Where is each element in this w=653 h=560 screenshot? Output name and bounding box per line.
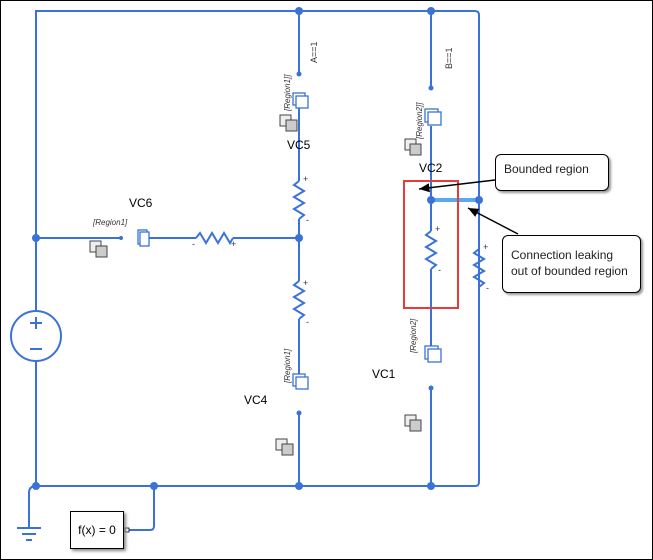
polarity-signs: - + + - + - + - + - xyxy=(192,174,489,327)
wire-solver[interactable] xyxy=(128,486,155,531)
svg-text:-: - xyxy=(192,239,195,249)
label-vc4: VC4 xyxy=(244,393,268,407)
callout-leaking-connection: Connection leaking out of bounded region xyxy=(502,235,641,293)
tag-region2-top: [Region2]] xyxy=(415,102,424,140)
tag-region1: [Region1] xyxy=(92,218,128,227)
bounded-region-box[interactable] xyxy=(403,180,459,309)
svg-text:-: - xyxy=(438,265,441,275)
variant-icons[interactable] xyxy=(89,114,422,456)
resistor-vc5[interactable] xyxy=(292,180,306,220)
label-vc6: VC6 xyxy=(129,196,153,210)
ground-icon[interactable] xyxy=(17,527,41,541)
goto-from-blocks[interactable] xyxy=(137,92,442,390)
svg-text:+: + xyxy=(435,224,440,234)
arrow-leak xyxy=(467,207,519,235)
condition-a: A==1 xyxy=(309,41,319,63)
svg-text:+: + xyxy=(303,174,308,184)
svg-text:+: + xyxy=(483,242,488,252)
svg-text:-: - xyxy=(486,283,489,293)
svg-text:+: + xyxy=(231,239,236,249)
svg-text:-: - xyxy=(306,215,309,225)
arrow-bounded xyxy=(418,179,496,193)
resistor-horizontal[interactable] xyxy=(195,231,234,245)
svg-text:-: - xyxy=(306,317,309,327)
voltage-source[interactable] xyxy=(10,310,62,362)
solver-configuration-block[interactable]: f(x) = 0 xyxy=(70,511,124,549)
tag-region2-bottom: [Region2] xyxy=(409,318,418,354)
resistor-vc4[interactable] xyxy=(292,280,306,320)
tag-region1-top: [Region1]] xyxy=(283,74,292,112)
label-vc5: VC5 xyxy=(287,138,311,152)
resistor-right[interactable] xyxy=(472,248,486,288)
label-vc1: VC1 xyxy=(372,367,396,381)
wire-top[interactable] xyxy=(35,10,480,487)
tag-region1-bottom: [Region1] xyxy=(283,348,292,384)
junctions xyxy=(32,7,483,490)
callout-bounded-region: Bounded region xyxy=(495,154,609,191)
svg-text:+: + xyxy=(303,278,308,288)
resistor-vc2[interactable] xyxy=(424,230,438,270)
label-vc2: VC2 xyxy=(419,161,443,175)
condition-b: B==1 xyxy=(444,47,454,69)
